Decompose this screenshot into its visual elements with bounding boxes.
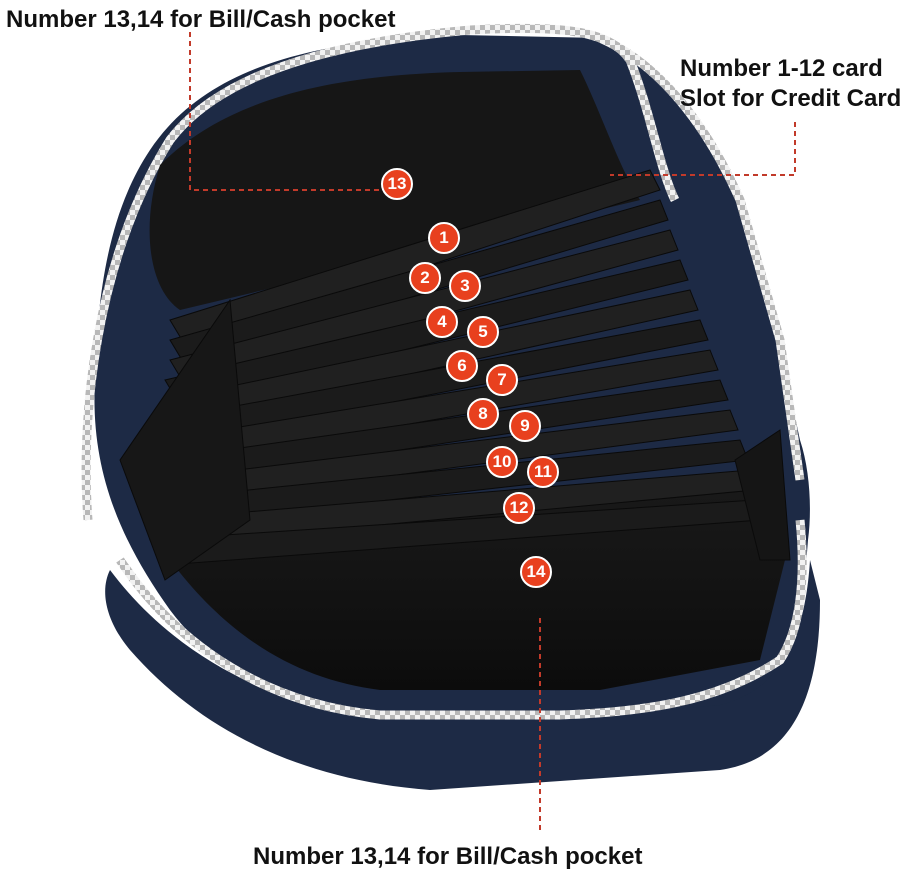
zipper-track-back: [81, 23, 680, 521]
badge-2: 2: [409, 262, 441, 294]
badge-8: 8: [467, 398, 499, 430]
wallet-front-panel: [105, 560, 821, 790]
badge-4: 4: [426, 306, 458, 338]
badge-9: 9: [509, 410, 541, 442]
badge-3: 3: [449, 270, 481, 302]
zipper-track-right: [598, 33, 805, 481]
badge-10: 10: [486, 446, 518, 478]
zipper-track-front: [116, 519, 807, 720]
badge-1: 1: [428, 222, 460, 254]
badge-5: 5: [467, 316, 499, 348]
top-right-label-line1: Number 1-12 card: [680, 55, 883, 82]
leader-line-13: [189, 32, 380, 191]
badge-14: 14: [520, 556, 552, 588]
bottom-label: Number 13,14 for Bill/Cash pocket: [253, 843, 643, 870]
badge-6: 6: [446, 350, 478, 382]
top-left-label: Number 13,14 for Bill/Cash pocket: [6, 6, 396, 33]
badge-13: 13: [381, 168, 413, 200]
badge-11: 11: [527, 456, 559, 488]
badge-12: 12: [503, 492, 535, 524]
top-right-label: Number 1-12 card Slot for Credit Card: [680, 54, 901, 114]
top-right-label-line2: Slot for Credit Card: [680, 85, 902, 112]
badge-7: 7: [486, 364, 518, 396]
leader-lines: [189, 32, 796, 830]
